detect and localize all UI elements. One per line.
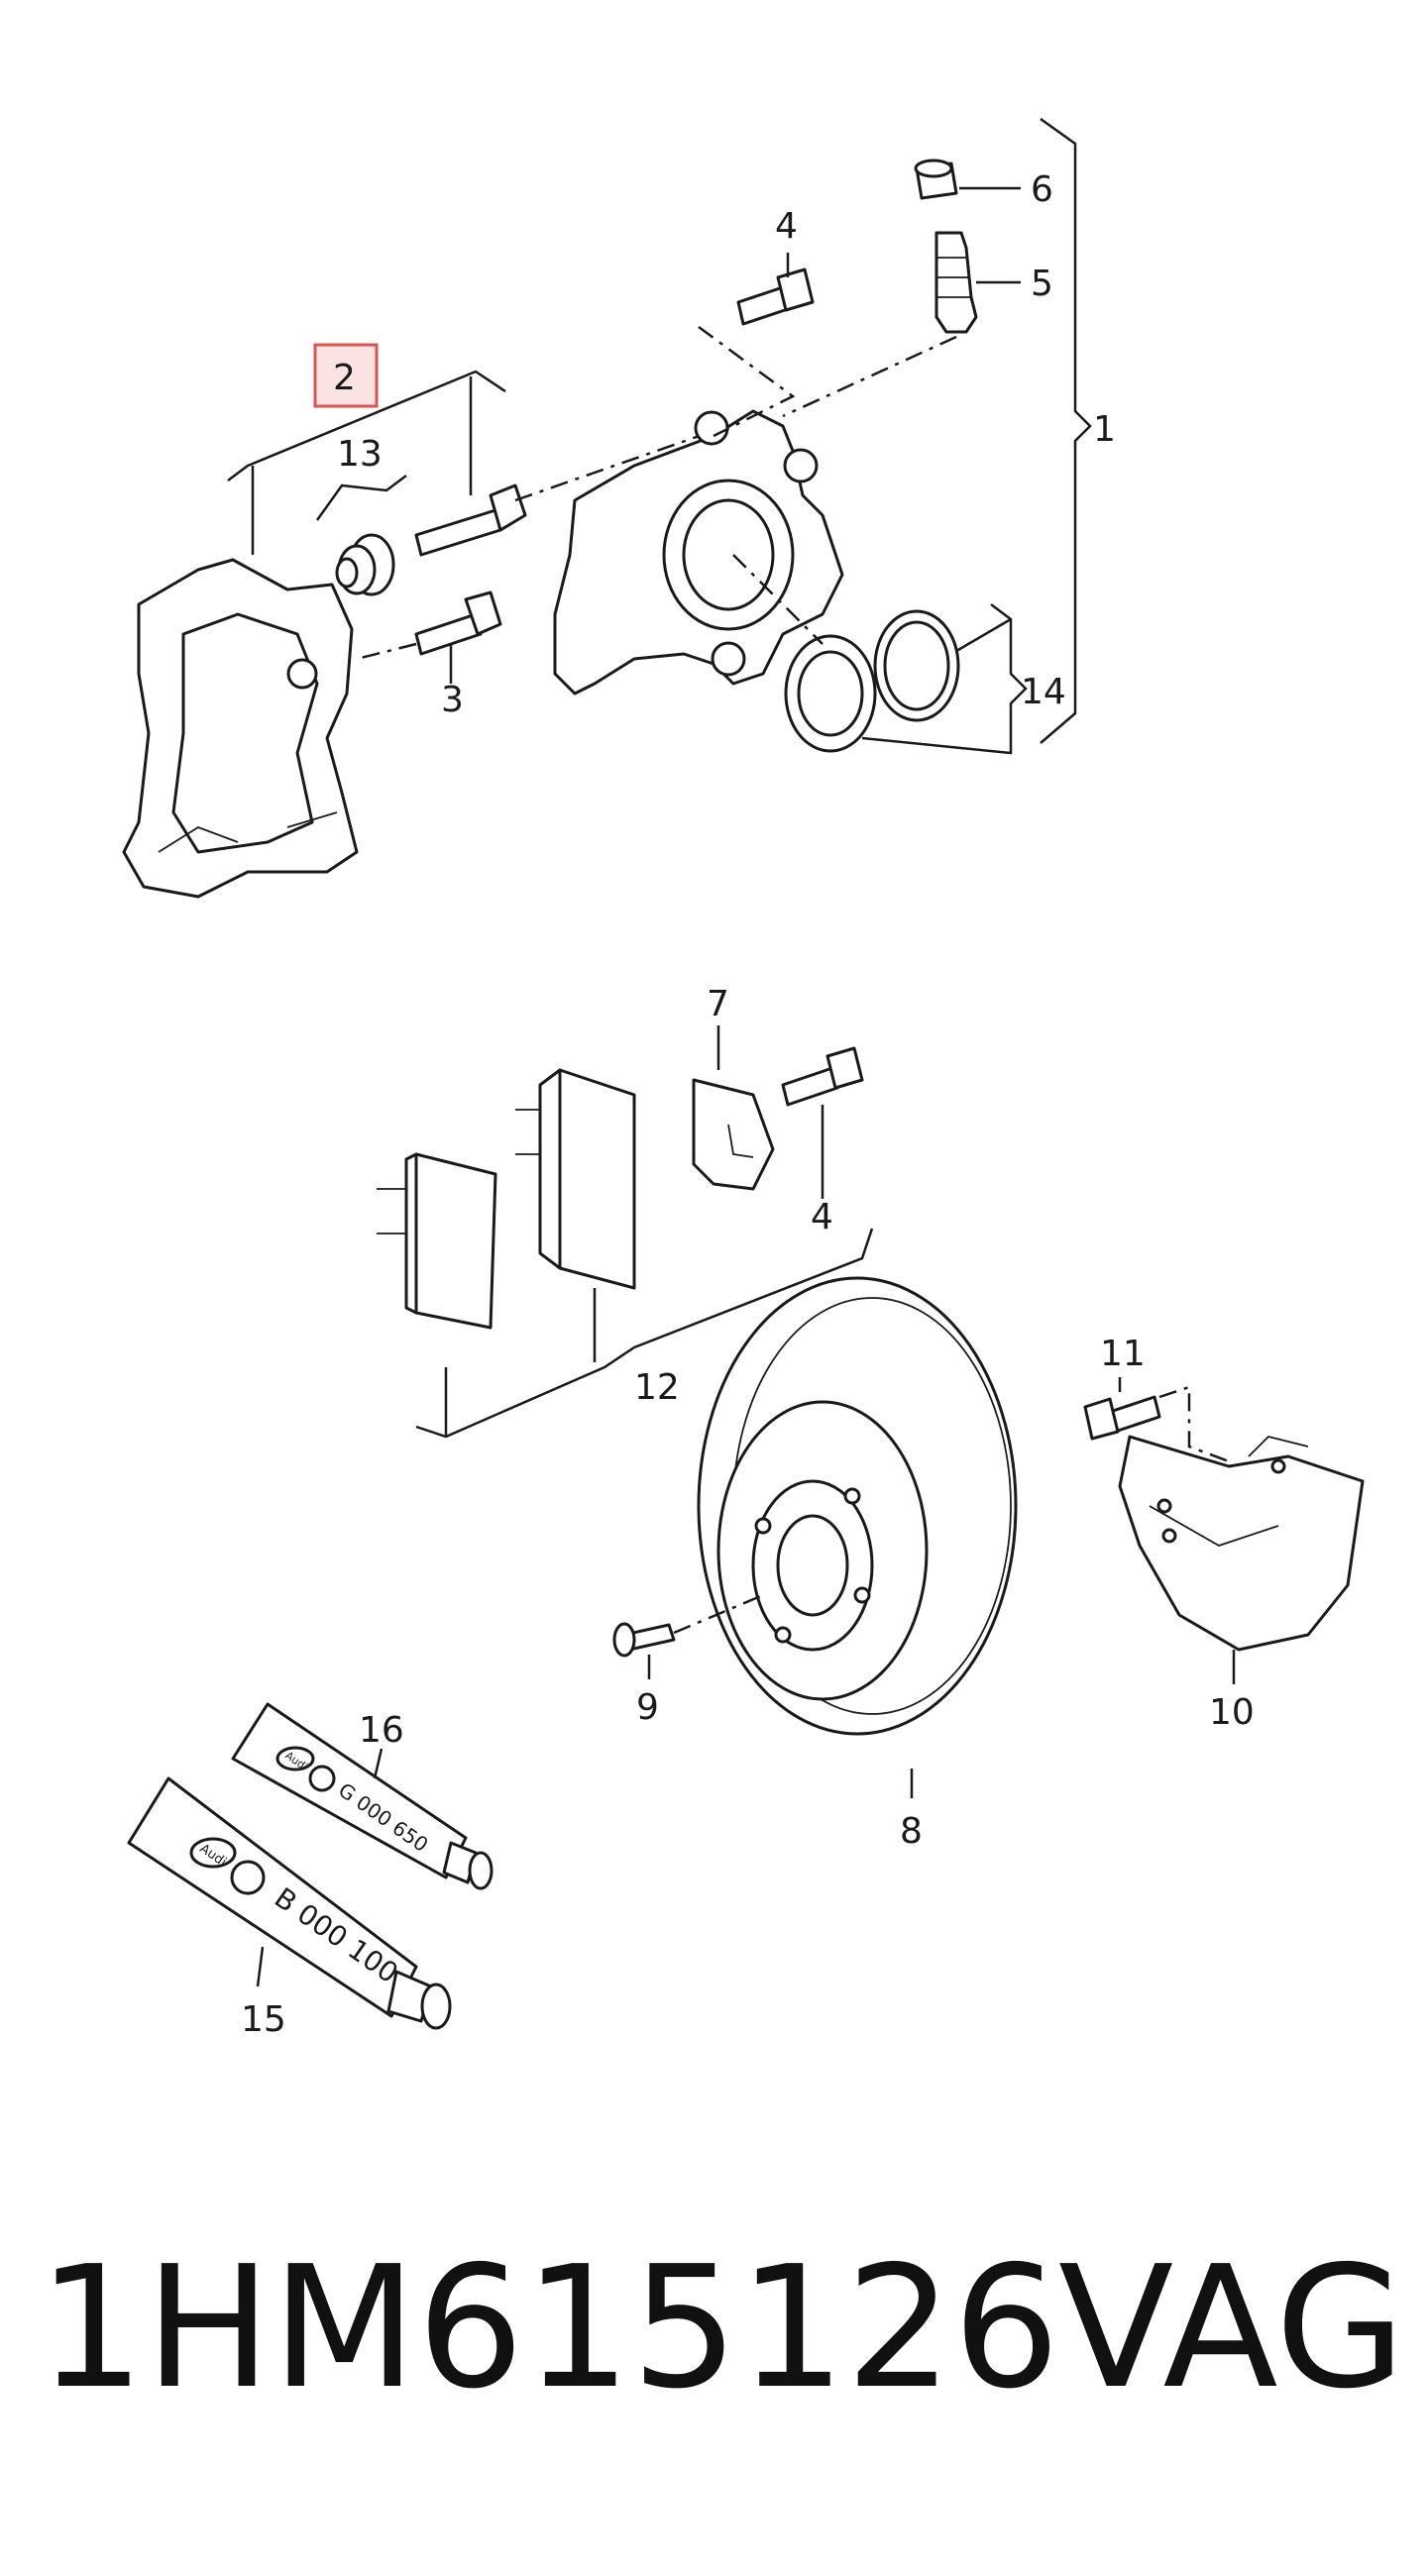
callout-1: 1 <box>1093 409 1116 450</box>
part-number: 1HM615126 <box>38 2230 1060 2426</box>
brake-disc <box>697 1276 1018 1736</box>
guide-bolt <box>414 483 527 557</box>
callout-13: 13 <box>337 434 383 475</box>
callout-14: 14 <box>1021 672 1066 712</box>
callout-5: 5 <box>1031 264 1053 304</box>
callout-15: 15 <box>241 1999 286 2040</box>
bracket-1 <box>1040 117 1092 744</box>
bleed-cap <box>914 159 958 200</box>
bolt-3 <box>414 590 502 656</box>
bleed-screw <box>934 231 978 334</box>
callout-16: 16 <box>359 1710 404 1751</box>
caliper-carrier <box>122 558 359 899</box>
callout-6: 6 <box>1031 169 1053 210</box>
callout-9: 9 <box>636 1687 659 1728</box>
callout-8: 8 <box>900 1811 923 1852</box>
caliper-housing <box>553 409 844 696</box>
piston <box>784 634 877 753</box>
guide-bush <box>335 533 395 596</box>
highlight-box <box>313 343 379 408</box>
brand-name: VAG <box>1058 2230 1406 2426</box>
brake-pad-inner <box>377 1152 497 1330</box>
callout-2: 2 <box>333 358 356 398</box>
callout-12: 12 <box>634 1367 680 1408</box>
grease-tube-small: Audi G 000 650 <box>231 1702 494 1890</box>
heat-shield-plate <box>692 1078 775 1191</box>
bolt-4-lower <box>781 1046 864 1107</box>
bolt-11 <box>1083 1395 1161 1441</box>
callout-4-upper: 4 <box>775 206 798 247</box>
splash-shield <box>1118 1435 1365 1652</box>
bracket-13 <box>227 370 506 482</box>
countersunk-screw <box>612 1622 676 1658</box>
callout-7: 7 <box>707 984 729 1024</box>
bracket-12 <box>415 1228 874 1439</box>
callout-3: 3 <box>441 680 464 720</box>
bolt-4-upper <box>736 268 815 326</box>
part-caption: 1HM615126 VAG <box>0 2209 1428 2447</box>
brake-assembly-diagram: Audi B 000 100 Audi G 000 650 1 2 3 4 5 … <box>122 117 1365 2040</box>
callout-4-lower: 4 <box>811 1197 833 1237</box>
brake-pad-outer <box>515 1068 636 1290</box>
callout-11: 11 <box>1100 1334 1146 1374</box>
seal-ring <box>873 609 960 722</box>
callout-10: 10 <box>1209 1692 1255 1733</box>
